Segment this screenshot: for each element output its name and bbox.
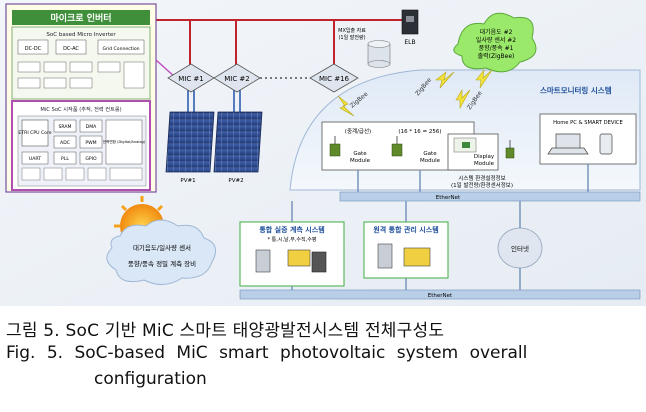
internet-cloud: 인터넷: [497, 227, 543, 269]
smartphone-icon: [599, 133, 613, 155]
gate1-label2: Module: [350, 158, 371, 164]
integrated-title: 통합 실증 계측 시스템: [259, 225, 324, 234]
caption-english-line1: Fig. 5. SoC-based MiC smart photovoltaic…: [6, 343, 528, 363]
remote-system-box: 원격 통합 관리 시스템: [363, 221, 449, 279]
mx-database-icon: [367, 40, 391, 68]
soc-cpu-core: [21, 119, 49, 147]
info-line2: (1일 발전량/환경센서정보): [451, 181, 513, 189]
server-icon: [255, 249, 271, 273]
inverter-inner-title: SoC based Micro Inverter: [46, 32, 116, 38]
elb-label: ELB: [404, 39, 415, 46]
info-line1: 시스템 환경설정정보: [458, 174, 505, 182]
home-pc-label: Home PC & SMART DEVICE: [553, 120, 623, 126]
remote-title: 원격 통합 관리 시스템: [373, 225, 438, 234]
display-label1: Display: [474, 154, 495, 160]
soc-title: MiC SoC 시작품 (추적, 전력 컨트롤): [40, 105, 121, 113]
zigbee-sensor-cloud: 대기음도 #2 일사량 센서 #2 풍향/풍속 #1 출력(ZigBee): [453, 12, 537, 73]
home-pc-box: Home PC & SMART DEVICE: [539, 113, 637, 165]
soc-adc-label: ADC: [60, 140, 70, 146]
soc-gpio-label: GPIO: [85, 156, 97, 162]
monitoring-title: 스마트모니터링 시스템: [540, 85, 612, 95]
gate1-label1: Gate: [353, 151, 367, 157]
display-label2: Module: [474, 161, 495, 167]
cloud-line4: 출력(ZigBee): [478, 52, 515, 60]
gate1-note: (중계/급선): [345, 127, 371, 135]
gate-module-2: (16 * 16 = 256) Gate Module: [391, 129, 442, 164]
ethernet-bus-lower: EtherNet: [239, 289, 641, 300]
pv-1-label: PV#1: [180, 178, 195, 184]
cloud-line3: 풍향/풍속 #1: [479, 44, 514, 52]
monitor-icon: [287, 249, 311, 267]
integrated-system-box: 통합 실증 계측 시스템 * 통,시,날,부,수직,수평: [239, 221, 345, 287]
dc-lines: [187, 90, 241, 112]
sensor-cloud: [106, 219, 217, 285]
grid-conn-label: Grid Connection: [102, 46, 139, 52]
internet-label: 인터넷: [511, 244, 529, 253]
soc-sram-label: SRAM: [58, 124, 71, 130]
mx-note-line1: MX입출 자료: [338, 27, 366, 34]
gate2-label1: Gate: [423, 151, 437, 157]
sensor-device-icon: [505, 140, 515, 159]
zigbee-lightning-icons: [337, 68, 493, 117]
ethernet-bus-upper: EtherNet: [339, 191, 641, 202]
soc-pll-label: PLL: [61, 156, 69, 162]
ethernet-label-lower: EtherNet: [428, 293, 453, 299]
dc-ac-label: DC-AC: [63, 46, 79, 52]
caption-english-line2: configuration: [94, 369, 207, 389]
gate2-note: (16 * 16 = 256): [398, 129, 441, 135]
pv-panel-2: PV#2: [213, 111, 263, 184]
sun-line1: 대기음도/일사량 센서: [133, 243, 191, 252]
display-module: Display Module: [447, 133, 499, 171]
elb-breaker: ELB: [401, 9, 419, 46]
micro-inverter-panel: 마이크로 인버터 SoC based Micro Inverter DC-DC …: [5, 3, 157, 193]
mic-2-label: MIC #2: [224, 75, 250, 83]
pv-panel-1: PV#1: [165, 111, 215, 184]
gate-module-1: (중계/급선) Gate Module: [329, 127, 371, 164]
soc-cpu-label: ETRI CPU Core: [18, 130, 51, 136]
soc-power-label: 전력변환 (Digital/Analog): [103, 139, 146, 144]
mic-1: MIC #1: [167, 63, 215, 93]
mic-16: MIC #16: [309, 63, 359, 93]
ethernet-label-upper: EtherNet: [436, 195, 461, 201]
cloud-line2: 일사량 센서 #2: [476, 36, 516, 44]
caption-korean: 그림 5. SoC 기반 MiC 스마트 태양광발전시스템 전체구성도: [6, 321, 445, 341]
mic-2: MIC #2: [213, 63, 261, 93]
mic-1-label: MIC #1: [178, 75, 204, 83]
remote-server-icon: [377, 243, 393, 269]
laptop-icon: [547, 133, 589, 155]
integrated-sub: * 통,시,날,부,수직,수평: [268, 236, 317, 243]
mx-note-line2: (1일 발전량): [338, 34, 365, 41]
inverter-title: 마이크로 인버터: [50, 12, 111, 24]
dc-dc-label: DC-DC: [25, 46, 42, 52]
remote-monitor-icon: [403, 247, 431, 267]
soc-uart-label: UART: [29, 156, 41, 162]
soc-dma-label: DMA: [86, 124, 98, 130]
soc-pwm-label: PWM: [85, 140, 96, 146]
system-diagram: 마이크로 인버터 SoC based Micro Inverter DC-DC …: [0, 0, 646, 306]
cloud-line1: 대기음도 #2: [480, 28, 513, 36]
mic-16-label: MIC #16: [319, 75, 350, 83]
pv-2-label: PV#2: [228, 178, 243, 184]
sun-line2: 풍향/풍속 정밀 계측 장비: [128, 259, 196, 268]
gate2-label2: Module: [420, 158, 441, 164]
